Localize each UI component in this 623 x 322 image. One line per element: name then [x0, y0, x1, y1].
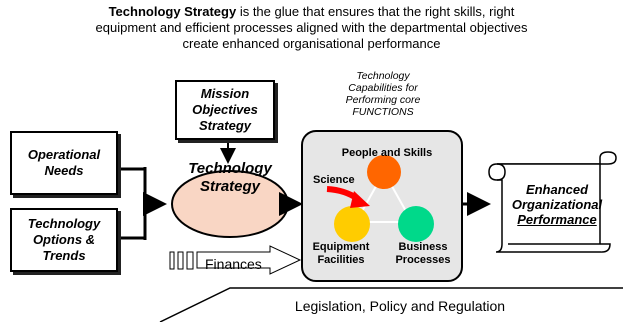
technology-strategy-line-2: Strategy	[199, 178, 261, 195]
performance-scroll	[488, 151, 617, 253]
heading-line-3: create enhanced organisational performan…	[182, 36, 441, 51]
technology-strategy-label: Technology Strategy	[172, 160, 288, 196]
business-label: Business Processes	[388, 241, 458, 267]
capabilities-triangle	[354, 169, 414, 223]
mission-line-1: Mission	[200, 86, 250, 101]
input-connectors	[118, 167, 167, 240]
business-circle	[398, 206, 434, 242]
business-line-1: Business	[398, 241, 448, 253]
capabilities-caption-line-2: Capabilities for	[348, 82, 418, 94]
technology-options-line-2: Options &	[32, 232, 96, 247]
people-skills-circle	[367, 155, 401, 189]
science-label: Science	[313, 174, 355, 186]
mission-line-3: Strategy	[198, 118, 251, 133]
finances-arrow	[169, 245, 302, 275]
mission-line-2: Objectives	[192, 102, 258, 117]
enhanced-line-2: Organizational	[511, 197, 603, 212]
enhanced-line-3: Performance	[517, 212, 597, 227]
technology-strategy-line-1: Technology	[188, 160, 272, 177]
operational-needs-box: Operational Needs	[10, 131, 118, 195]
operational-needs-line-1: Operational	[27, 147, 101, 162]
diagram-heading: Technology Strategy is the glue that ens…	[0, 4, 623, 52]
technology-options-line-3: Trends	[42, 248, 86, 263]
science-arrowhead	[350, 191, 370, 208]
equipment-circle	[334, 206, 370, 242]
capabilities-caption-line-1: Technology	[356, 70, 410, 82]
equipment-line-1: Equipment	[312, 241, 370, 253]
equipment-line-2: Facilities	[317, 254, 365, 266]
enhanced-line-1: Enhanced	[525, 182, 589, 197]
finances-label: Finances	[205, 256, 262, 272]
legislation-label: Legislation, Policy and Regulation	[294, 298, 506, 314]
equipment-label: Equipment Facilities	[306, 241, 376, 267]
heading-bold-term: Technology Strategy	[108, 4, 237, 19]
heading-line-1: Technology Strategy is the glue that ens…	[0, 4, 623, 20]
heading-line-2: equipment and efficient processes aligne…	[95, 20, 528, 35]
heading-line-1-rest: is the glue that ensures that the right …	[236, 4, 515, 19]
mission-box: Mission Objectives Strategy	[175, 80, 275, 140]
capabilities-box	[301, 130, 463, 282]
capabilities-caption: Technology Capabilities for Performing c…	[318, 70, 448, 118]
business-line-2: Processes	[395, 254, 451, 266]
technology-options-line-1: Technology	[27, 216, 101, 231]
enhanced-performance-label: Enhanced Organizational Performance	[502, 182, 612, 227]
technology-options-box: Technology Options & Trends	[10, 208, 118, 272]
people-skills-label: People and Skills	[341, 147, 433, 159]
capabilities-caption-line-4: FUNCTIONS	[352, 106, 414, 118]
capabilities-caption-line-3: Performing core	[345, 94, 421, 106]
legislation-bar	[159, 287, 623, 322]
operational-needs-line-2: Needs	[44, 163, 84, 178]
